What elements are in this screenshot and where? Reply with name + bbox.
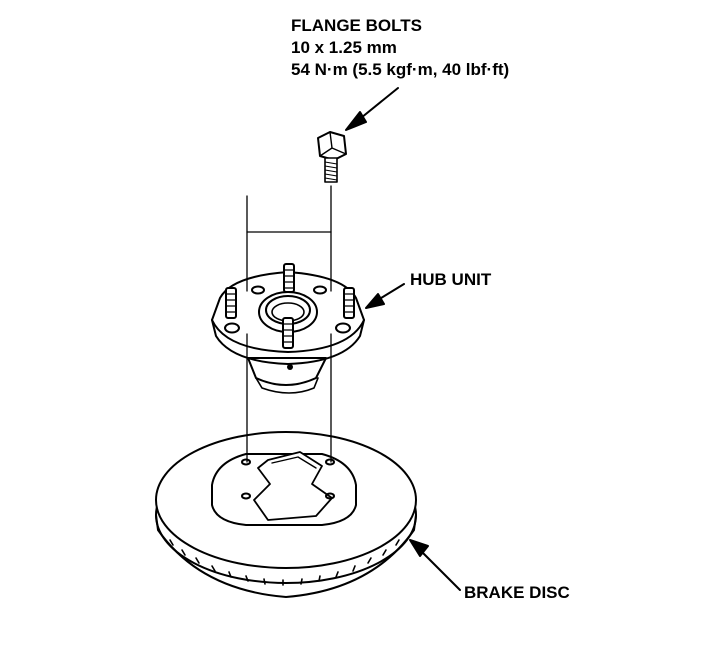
rotor-vent-slots [169,539,400,586]
flange-bolts-torque: 54 N·m (5.5 kgf·m, 40 lbf·ft) [291,60,510,79]
wheel-studs [225,263,355,349]
brake-disc [155,431,417,598]
hub-unit [211,263,405,394]
hub-unit-label: HUB UNIT [410,270,492,289]
flange-bolts-callout: FLANGE BOLTS 10 x 1.25 mm 54 N·m (5.5 kg… [291,15,509,81]
brake-disc-label: BRAKE DISC [464,583,570,602]
alignment-lines [246,185,332,463]
flange-bolt [317,87,399,183]
flange-bolts-title: FLANGE BOLTS [291,16,422,35]
brake-disc-pointer [409,539,461,591]
flange-bolts-size: 10 x 1.25 mm [291,38,397,57]
